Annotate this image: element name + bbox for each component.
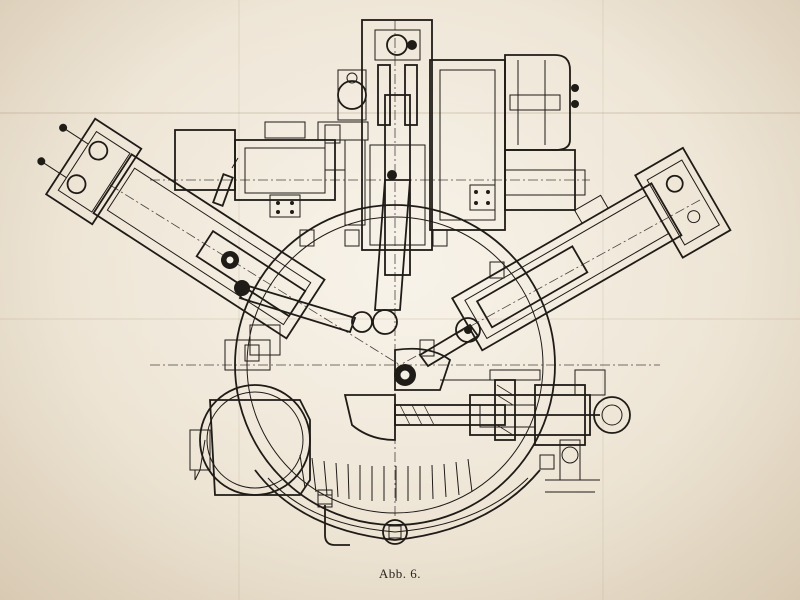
figure-caption: Abb. 6. (378, 566, 422, 581)
right-cylinder (451, 146, 732, 352)
top-cylinder (317, 19, 433, 335)
left-cylinder (37, 117, 326, 340)
lower-right-assembly (395, 369, 631, 481)
lower-left-housing (189, 324, 311, 496)
cooling-fins (299, 454, 473, 501)
crankcase (234, 204, 556, 546)
paper-crease (0, 112, 800, 114)
magneto-assembly (429, 54, 586, 231)
right-wrist-pin (455, 317, 481, 343)
paper-crease (602, 0, 604, 600)
right-connecting-rod (418, 323, 480, 368)
upper-left-block (174, 121, 346, 218)
bolts (244, 229, 555, 505)
paper-crease (0, 318, 800, 320)
paper-crease (238, 0, 240, 600)
crankpin (351, 311, 373, 333)
left-wrist-pin (234, 280, 250, 296)
dimension-lines (440, 379, 600, 493)
left-spark-plug (212, 157, 239, 207)
